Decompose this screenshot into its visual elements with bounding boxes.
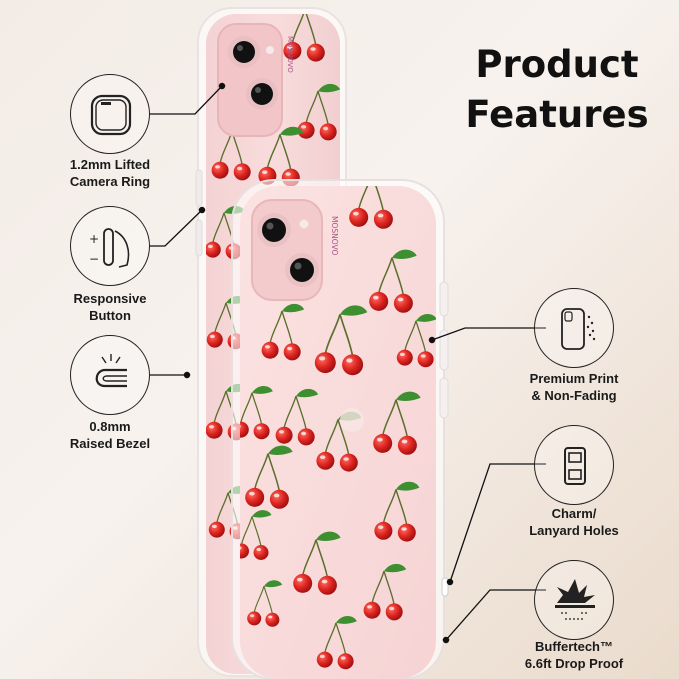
bezel-label: 0.8mm Raised Bezel <box>30 418 190 452</box>
button-label-line-2: Button <box>89 308 131 323</box>
bezel-label-line-1: 0.8mm <box>89 419 131 434</box>
title-line-1: Product <box>475 43 639 86</box>
lanyard-holes-icon <box>564 447 586 485</box>
front-phone: MOSNOVO <box>231 179 449 679</box>
camera-ring-label-line-1: 1.2mm Lifted <box>69 157 151 172</box>
print-label-line-2: & Non-Fading <box>531 388 617 403</box>
drop-proof-icon <box>555 579 595 620</box>
product-features-title: Product Features <box>452 40 662 140</box>
camera-ring-label: 1.2mm Lifted Camera Ring <box>30 156 190 190</box>
svg-text:−: − <box>89 252 99 266</box>
button-label-line-1: Responsive <box>73 291 147 306</box>
print-feature-circle <box>534 288 614 368</box>
responsive-button-icon: + − <box>89 228 130 268</box>
front-brand-text: MOSNOVO <box>330 216 339 256</box>
print-label-line-1: Premium Print <box>529 371 619 386</box>
drop-label-line-1: Buffertech™ <box>534 639 613 654</box>
drop-label-line-2: 6.6ft Drop Proof <box>524 656 624 671</box>
title-line-2: Features <box>465 93 649 136</box>
print-label: Premium Print & Non-Fading <box>494 370 654 404</box>
holes-label-line-2: Lanyard Holes <box>529 523 619 538</box>
button-feature-circle: + − <box>70 206 150 286</box>
raised-bezel-icon <box>95 354 127 388</box>
premium-print-icon <box>561 308 596 350</box>
holes-label-line-1: Charm/ <box>551 506 597 521</box>
holes-label: Charm/ Lanyard Holes <box>494 505 654 539</box>
drop-feature-circle <box>534 560 614 640</box>
bezel-feature-circle <box>70 335 150 415</box>
bezel-label-line-2: Raised Bezel <box>69 436 151 451</box>
back-brand-text: MOSNOVO <box>286 36 294 73</box>
drop-label: Buffertech™ 6.6ft Drop Proof <box>494 638 654 672</box>
camera-ring-label-line-2: Camera Ring <box>69 174 151 189</box>
button-label: Responsive Button <box>30 290 190 324</box>
holes-feature-circle <box>534 425 614 505</box>
camera-ring-icon <box>90 94 132 136</box>
svg-text:+: + <box>89 232 99 246</box>
camera-ring-feature-circle <box>70 74 150 154</box>
